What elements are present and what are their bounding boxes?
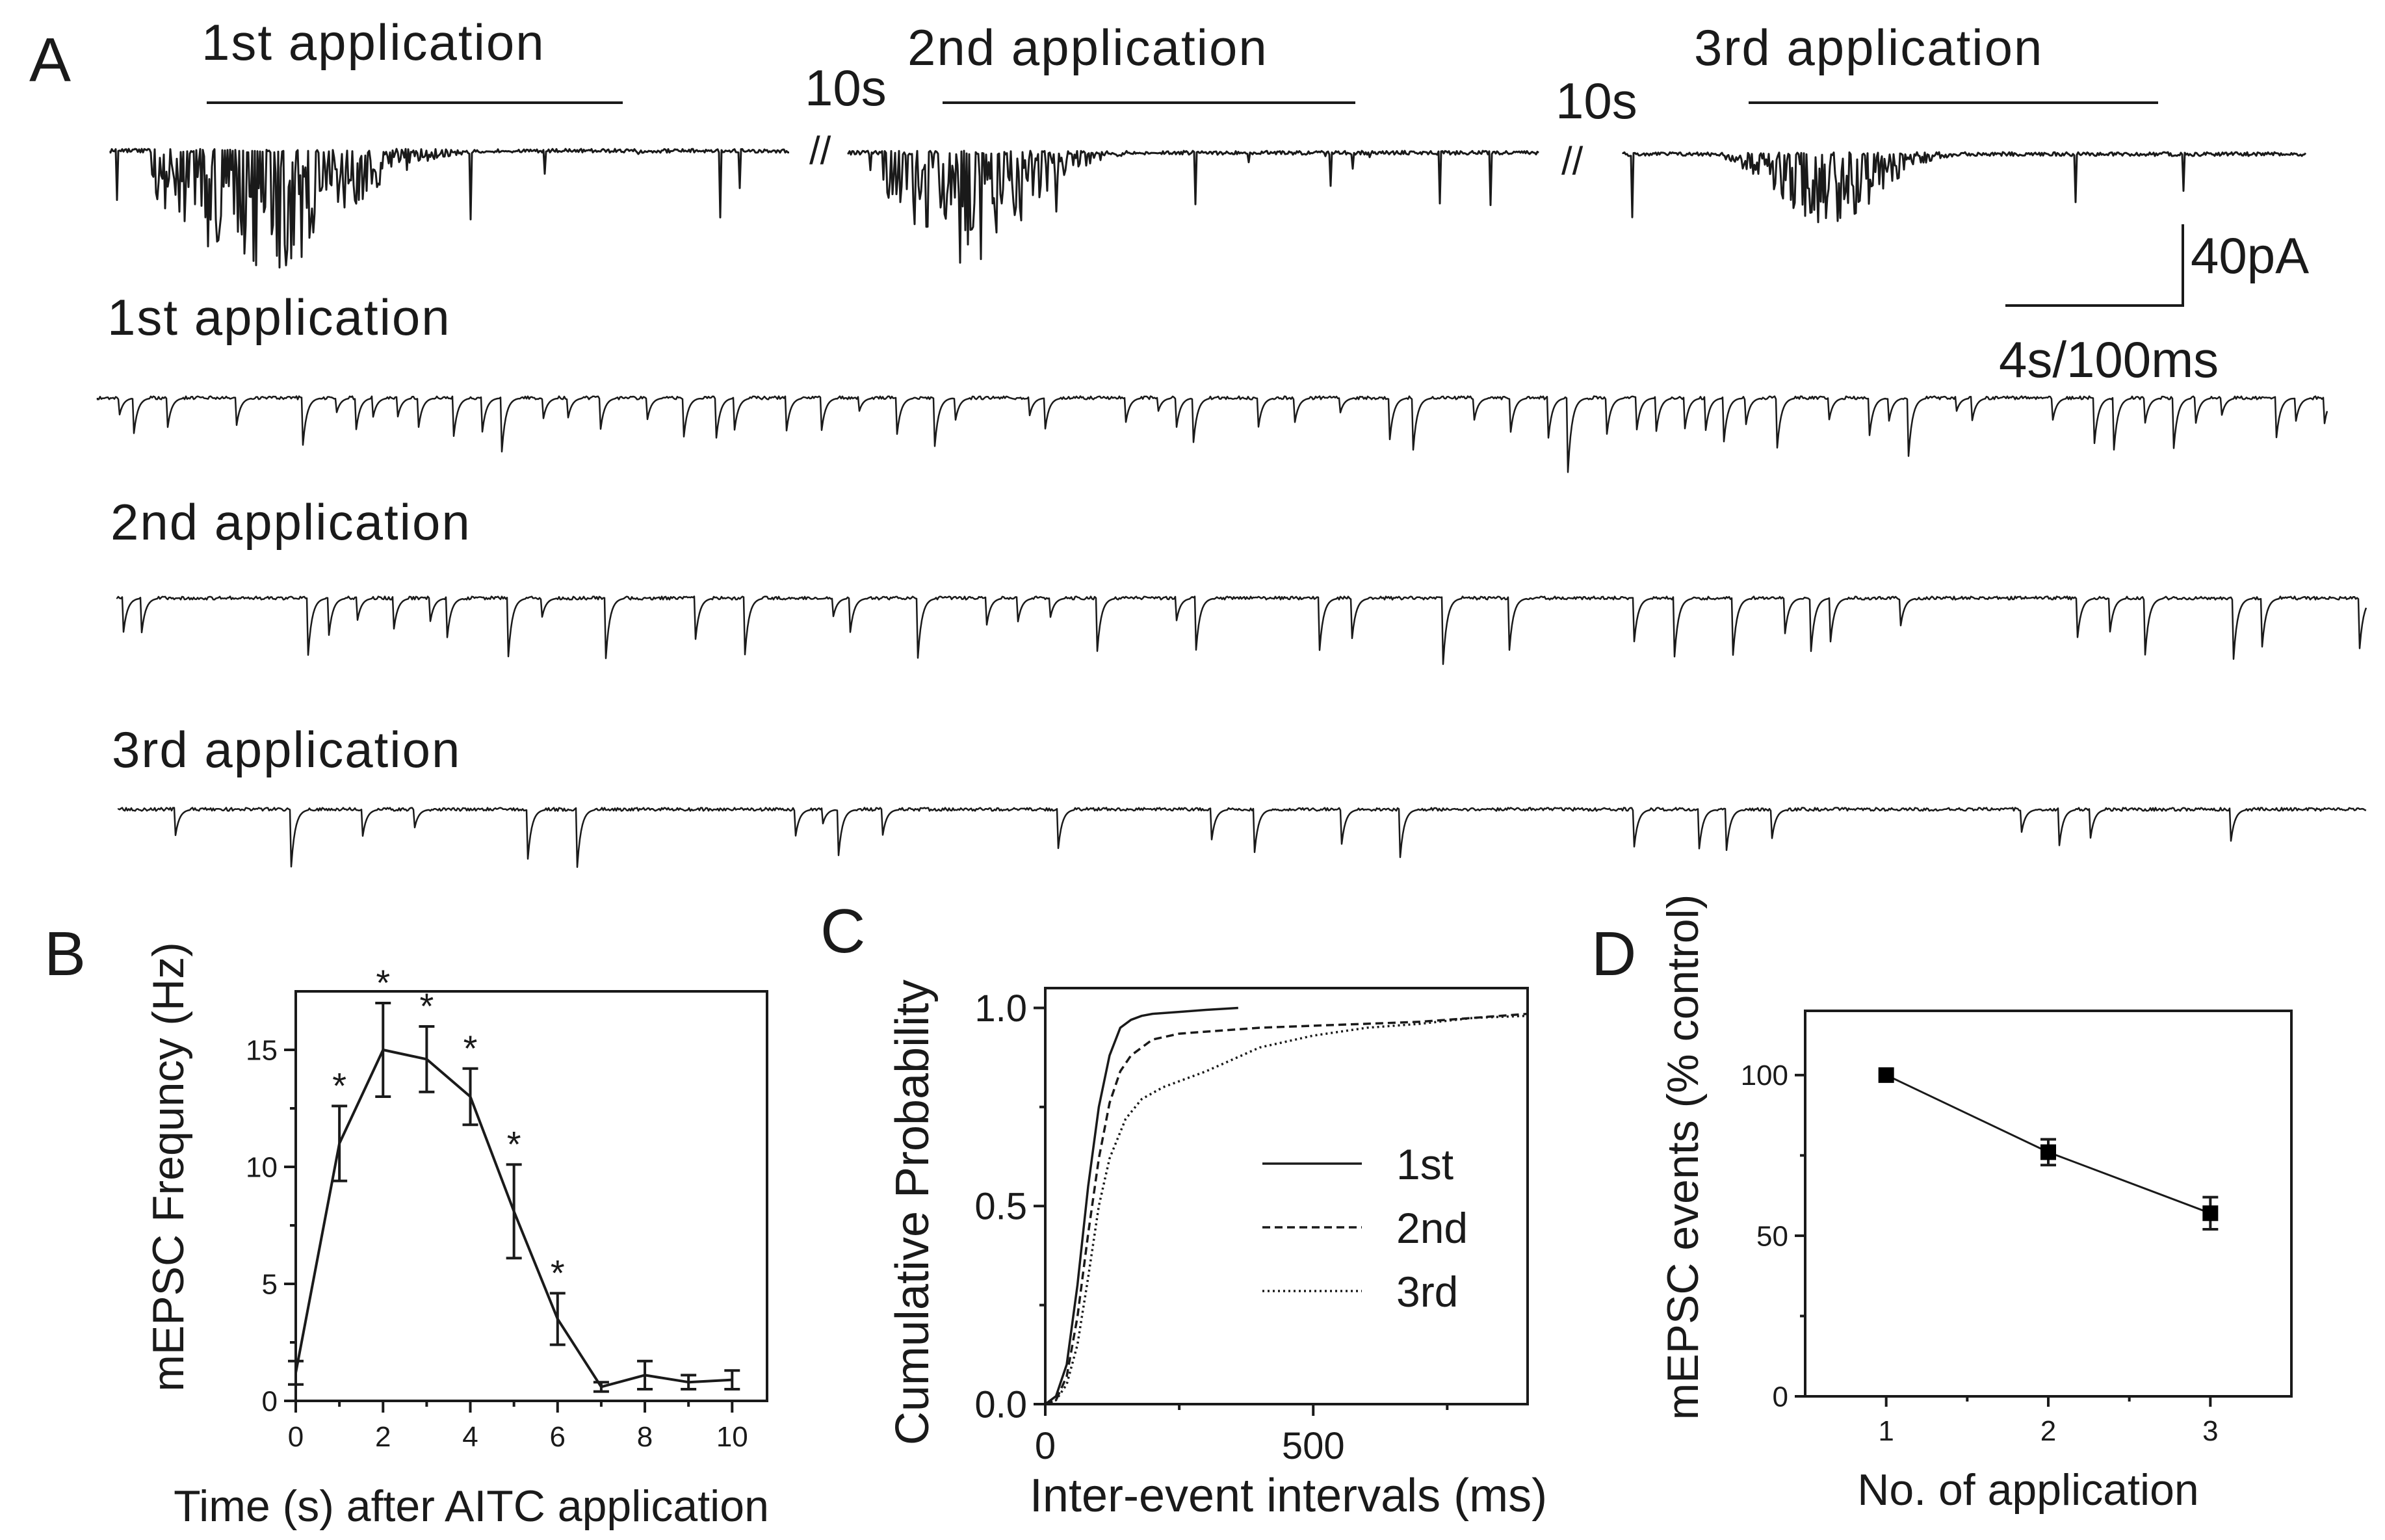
chart-b-significance-marker: *: [463, 1028, 478, 1069]
gap-label-1: 10s: [805, 59, 887, 116]
chart-b-ytick-label: 0: [262, 1385, 278, 1417]
chart-b-xtick-label: 2: [375, 1421, 391, 1453]
chart-c-legend-label: 2nd: [1396, 1204, 1468, 1252]
chart-c-legend-label: 3rd: [1396, 1268, 1458, 1316]
chart-b-significance-marker: *: [507, 1123, 521, 1164]
chart-b-xtick-label: 10: [716, 1421, 748, 1453]
chart-d-ytick-label: 0: [1773, 1381, 1788, 1413]
panel-a: A 1st application 10s // 2nd application…: [29, 14, 2367, 868]
panel-b: B mEPSC Frequncy (Hz) Time (s) after AIT…: [44, 919, 769, 1531]
chart-b-axes-frame: [294, 990, 768, 1402]
overview-trace-3: [1622, 151, 2307, 224]
application-label-2: 2nd application: [907, 19, 1268, 76]
chart-b-ytick-label: 10: [246, 1151, 278, 1183]
panel-b-ylabel: mEPSC Frequncy (Hz): [144, 942, 193, 1391]
chart-d-point: [1878, 1067, 1894, 1083]
chart-d-ytick-label: 100: [1741, 1060, 1788, 1091]
chart-c-ytick-label: 1.0: [974, 987, 1027, 1030]
chart-c-xtick-label: 500: [1282, 1425, 1345, 1467]
chart-c-ytick-label: 0.0: [974, 1383, 1027, 1426]
chart-d-xtick-label: 1: [1878, 1415, 1894, 1447]
expanded-label-1: 1st application: [107, 289, 451, 346]
chart-c-legend-label: 1st: [1396, 1140, 1453, 1188]
chart-d-point: [2040, 1144, 2056, 1160]
chart-c-ytick-label: 0.5: [974, 1186, 1027, 1228]
chart-b-significance-marker: *: [332, 1065, 346, 1106]
chart-b-ytick-label: 5: [262, 1268, 278, 1300]
chart-b-plot: 0 2 4 6 8 10 0 5 10 15 * * * * * *: [246, 962, 768, 1453]
panel-d-letter: D: [1591, 919, 1636, 989]
expanded-trace-1: [96, 395, 2328, 473]
chart-d-plot: 1 2 3 0 50 100: [1741, 1010, 2293, 1447]
chart-b-significance-marker: *: [376, 962, 390, 1003]
chart-c-series-1st: [1044, 1006, 1238, 1405]
overview-traces: [109, 148, 2307, 268]
overview-trace-1: [109, 148, 789, 268]
expanded-traces: [96, 395, 2367, 868]
chart-b-xtick-label: 8: [637, 1421, 653, 1453]
panel-c-ylabel: Cumulative Probability: [887, 980, 939, 1445]
expanded-trace-2: [116, 595, 2367, 665]
scale-x-label: 4s/100ms: [1999, 331, 2219, 388]
panel-a-letter: A: [29, 25, 71, 95]
chart-c-xtick-label: 0: [1035, 1425, 1056, 1467]
expanded-label-2: 2nd application: [111, 493, 471, 551]
chart-b-significance-marker: *: [419, 985, 434, 1026]
overview-trace-2: [847, 150, 1539, 264]
scale-bar: [2005, 224, 2184, 307]
application-label-1: 1st application: [202, 14, 545, 71]
chart-b-significance-marker: *: [551, 1252, 565, 1293]
panel-d-xlabel: No. of application: [1857, 1465, 2198, 1515]
break-mark-1: //: [809, 129, 831, 172]
panel-b-xlabel: Time (s) after AITC application: [174, 1481, 769, 1531]
panel-c-xlabel: Inter-event intervals (ms): [1030, 1470, 1547, 1522]
expanded-label-3: 3rd application: [112, 721, 461, 778]
chart-b-ytick-label: 15: [246, 1034, 278, 1066]
chart-c-series-2nd: [1045, 1012, 1528, 1405]
chart-b-xtick-label: 0: [288, 1421, 304, 1453]
chart-b-xtick-label: 6: [550, 1421, 566, 1453]
chart-d-point: [2202, 1205, 2219, 1221]
break-mark-2: //: [1561, 139, 1583, 183]
panel-b-letter: B: [44, 919, 86, 989]
chart-d-ytick-label: 50: [1756, 1220, 1788, 1252]
chart-d-xtick-label: 3: [2202, 1415, 2218, 1447]
chart-c-plot: 0 500 0.0 0.5 1.0: [974, 987, 1529, 1467]
chart-d-axes-frame: [1804, 1010, 2293, 1398]
expanded-trace-3: [117, 807, 2367, 868]
scale-y-label: 40pA: [2191, 227, 2309, 284]
chart-b-xtick-label: 4: [462, 1421, 478, 1453]
panel-c: C Cumulative Probability Inter-event int…: [820, 896, 1547, 1522]
gap-label-2: 10s: [1556, 72, 1637, 129]
panel-d: D mEPSC events (% control) No. of applic…: [1591, 894, 2293, 1515]
chart-c-legend: 1st 2nd 3rd: [1262, 1140, 1468, 1316]
panel-c-letter: C: [820, 896, 865, 966]
chart-c-axes-frame: [1044, 987, 1529, 1405]
application-label-3: 3rd application: [1694, 19, 2043, 76]
chart-d-xtick-label: 2: [2040, 1415, 2056, 1447]
panel-d-ylabel: mEPSC events (% control): [1658, 894, 1708, 1420]
